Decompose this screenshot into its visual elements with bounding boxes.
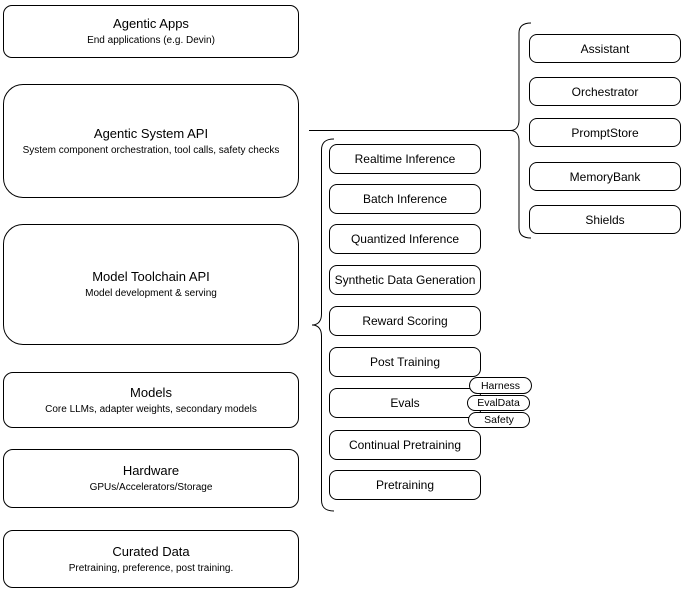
eval-tag-safety: Safety	[468, 412, 530, 428]
node-model-toolchain-api: Model Toolchain API Model development & …	[3, 224, 299, 345]
eval-tag-label: EvalData	[477, 397, 520, 409]
node-title: Hardware	[122, 463, 180, 478]
eval-tag-label: Harness	[480, 379, 521, 392]
toolchain-brace	[311, 138, 335, 512]
node-agentic-apps: Agentic Apps End applications (e.g. Devi…	[3, 5, 299, 58]
toolchain-item-reward-scoring: Reward Scoring	[329, 306, 481, 336]
toolchain-item-post-training: Post Training	[329, 347, 481, 377]
node-subtitle: GPUs/Accelerators/Storage	[89, 482, 213, 493]
component-shields: Shields	[529, 205, 681, 234]
toolchain-item-pretraining: Pretraining	[329, 470, 481, 500]
component-orchestrator: Orchestrator	[529, 77, 681, 106]
toolchain-item-label: Batch Inference	[362, 192, 448, 206]
node-curated-data: Curated Data Pretraining, preference, po…	[3, 530, 299, 588]
toolchain-item-label: Synthetic Data Generation	[334, 273, 476, 287]
toolchain-item-label: Quantized Inference	[350, 232, 460, 246]
node-title: Curated Data	[112, 543, 190, 559]
toolchain-item-label: Pretraining	[375, 478, 435, 492]
component-label: PromptStore	[571, 125, 639, 140]
component-assistant: Assistant	[529, 34, 681, 63]
toolchain-item-realtime-inference: Realtime Inference	[329, 144, 481, 174]
toolchain-item-label: Realtime Inference	[354, 152, 456, 166]
node-title: Agentic System API	[93, 125, 209, 141]
component-promptstore: PromptStore	[529, 118, 681, 147]
toolchain-item-continual-pretraining: Continual Pretraining	[329, 430, 481, 460]
node-subtitle: System component orchestration, tool cal…	[22, 144, 280, 156]
node-subtitle: Core LLMs, adapter weights, secondary mo…	[45, 403, 257, 415]
component-label: Orchestrator	[571, 84, 639, 99]
toolchain-item-label: Evals	[390, 396, 420, 410]
component-label: Shields	[585, 212, 625, 227]
node-title: Model Toolchain API	[92, 269, 210, 284]
eval-tag-harness: Harness	[469, 377, 532, 394]
component-label: Assistant	[580, 41, 630, 56]
component-label: MemoryBank	[569, 169, 641, 184]
toolchain-item-label: Reward Scoring	[362, 314, 448, 328]
toolchain-item-label: Post Training	[369, 355, 441, 369]
node-models: Models Core LLMs, adapter weights, secon…	[3, 372, 299, 428]
toolchain-item-synthetic-data-generation: Synthetic Data Generation	[329, 265, 481, 295]
toolchain-item-quantized-inference: Quantized Inference	[329, 224, 481, 254]
eval-tag-evaldata: EvalData	[467, 395, 530, 411]
component-memorybank: MemoryBank	[529, 162, 681, 191]
eval-tag-label: Safety	[484, 414, 514, 426]
toolchain-item-evals: Evals	[329, 388, 481, 418]
node-subtitle: Pretraining, preference, post training.	[68, 562, 234, 574]
node-title: Agentic Apps	[113, 16, 189, 31]
node-agentic-system-api: Agentic System API System component orch…	[3, 84, 299, 198]
node-hardware: Hardware GPUs/Accelerators/Storage	[3, 449, 299, 508]
node-subtitle: Model development & serving	[85, 288, 217, 299]
components-brace	[509, 22, 532, 239]
toolchain-item-label: Continual Pretraining	[348, 438, 462, 452]
node-subtitle: End applications (e.g. Devin)	[87, 35, 215, 46]
toolchain-item-batch-inference: Batch Inference	[329, 184, 481, 214]
node-title: Models	[130, 384, 172, 400]
